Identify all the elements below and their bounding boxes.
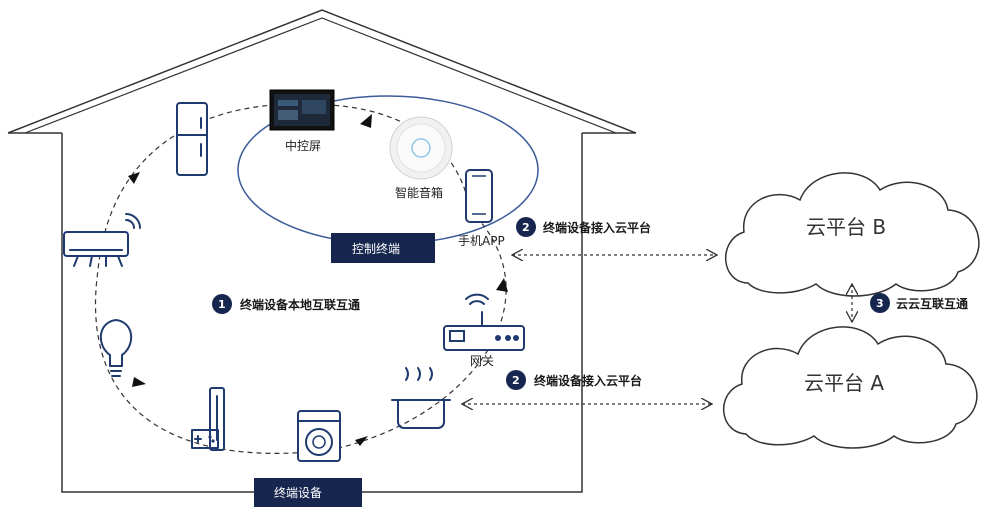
local-flow-badge bbox=[212, 294, 232, 314]
cloud-a-flow-badge-text: 2 bbox=[512, 374, 520, 387]
loop-arrow bbox=[132, 377, 146, 387]
air-conditioner-icon bbox=[63, 213, 141, 267]
light-bulb-icon bbox=[100, 319, 132, 377]
cloud-cloud-flow-badge bbox=[870, 293, 890, 313]
smart-speaker-label: 智能音箱 bbox=[395, 185, 443, 200]
washing-machine-icon bbox=[297, 410, 341, 462]
local-flow-text: 终端设备本地互联互通 bbox=[240, 297, 360, 312]
cloud-b-flow-badge bbox=[516, 217, 536, 237]
cloud-a-label: 云平台 A bbox=[804, 371, 884, 395]
cloud-a-flow-badge bbox=[506, 370, 526, 390]
control-terminal-box bbox=[331, 233, 435, 263]
terminal-devices-box bbox=[254, 478, 362, 507]
local-flow-badge-text: 1 bbox=[218, 298, 226, 311]
cloud-a-shape bbox=[723, 326, 978, 449]
control-terminal-label: 控制终端 bbox=[352, 241, 400, 256]
device-loop bbox=[94, 103, 507, 454]
loop-arrow bbox=[360, 114, 372, 128]
cloud-cloud-flow-text: 云云互联互通 bbox=[896, 296, 968, 311]
house-roof-inner bbox=[24, 17, 617, 134]
loop-arrow bbox=[128, 172, 140, 184]
cloud-b-flow: 2 终端设备接入云平台 bbox=[512, 217, 717, 255]
loop-arrow bbox=[355, 436, 368, 446]
cloud-a-flow-text: 终端设备接入云平台 bbox=[534, 373, 642, 388]
smart-lock-icon bbox=[191, 387, 225, 451]
phone-icon bbox=[465, 169, 493, 223]
cloud-a-flow: 2 终端设备接入云平台 bbox=[462, 370, 712, 404]
smart-speaker-icon bbox=[389, 116, 453, 180]
fridge-icon bbox=[176, 102, 208, 176]
local-flow: 1 终端设备本地互联互通 bbox=[212, 294, 360, 314]
cloud-cloud-flow-badge-text: 3 bbox=[876, 297, 884, 310]
center-screen-icon bbox=[269, 89, 335, 131]
house-roof-outer bbox=[7, 9, 637, 134]
cooking-pot-icon bbox=[391, 367, 451, 429]
gateway-icon bbox=[443, 293, 525, 351]
cloud-b-label: 云平台 B bbox=[806, 215, 886, 239]
loop-arrow bbox=[496, 278, 508, 292]
cloud-b-flow-text: 终端设备接入云平台 bbox=[543, 220, 651, 235]
cloud-b-flow-badge-text: 2 bbox=[522, 221, 530, 234]
cloud-cloud-flow: 3 云云互联互通 bbox=[852, 284, 968, 322]
center-screen-label: 中控屏 bbox=[285, 138, 321, 153]
phone-app-label: 手机APP bbox=[458, 234, 505, 248]
terminal-devices-label: 终端设备 bbox=[274, 485, 322, 500]
gateway-label: 网关 bbox=[470, 354, 494, 368]
